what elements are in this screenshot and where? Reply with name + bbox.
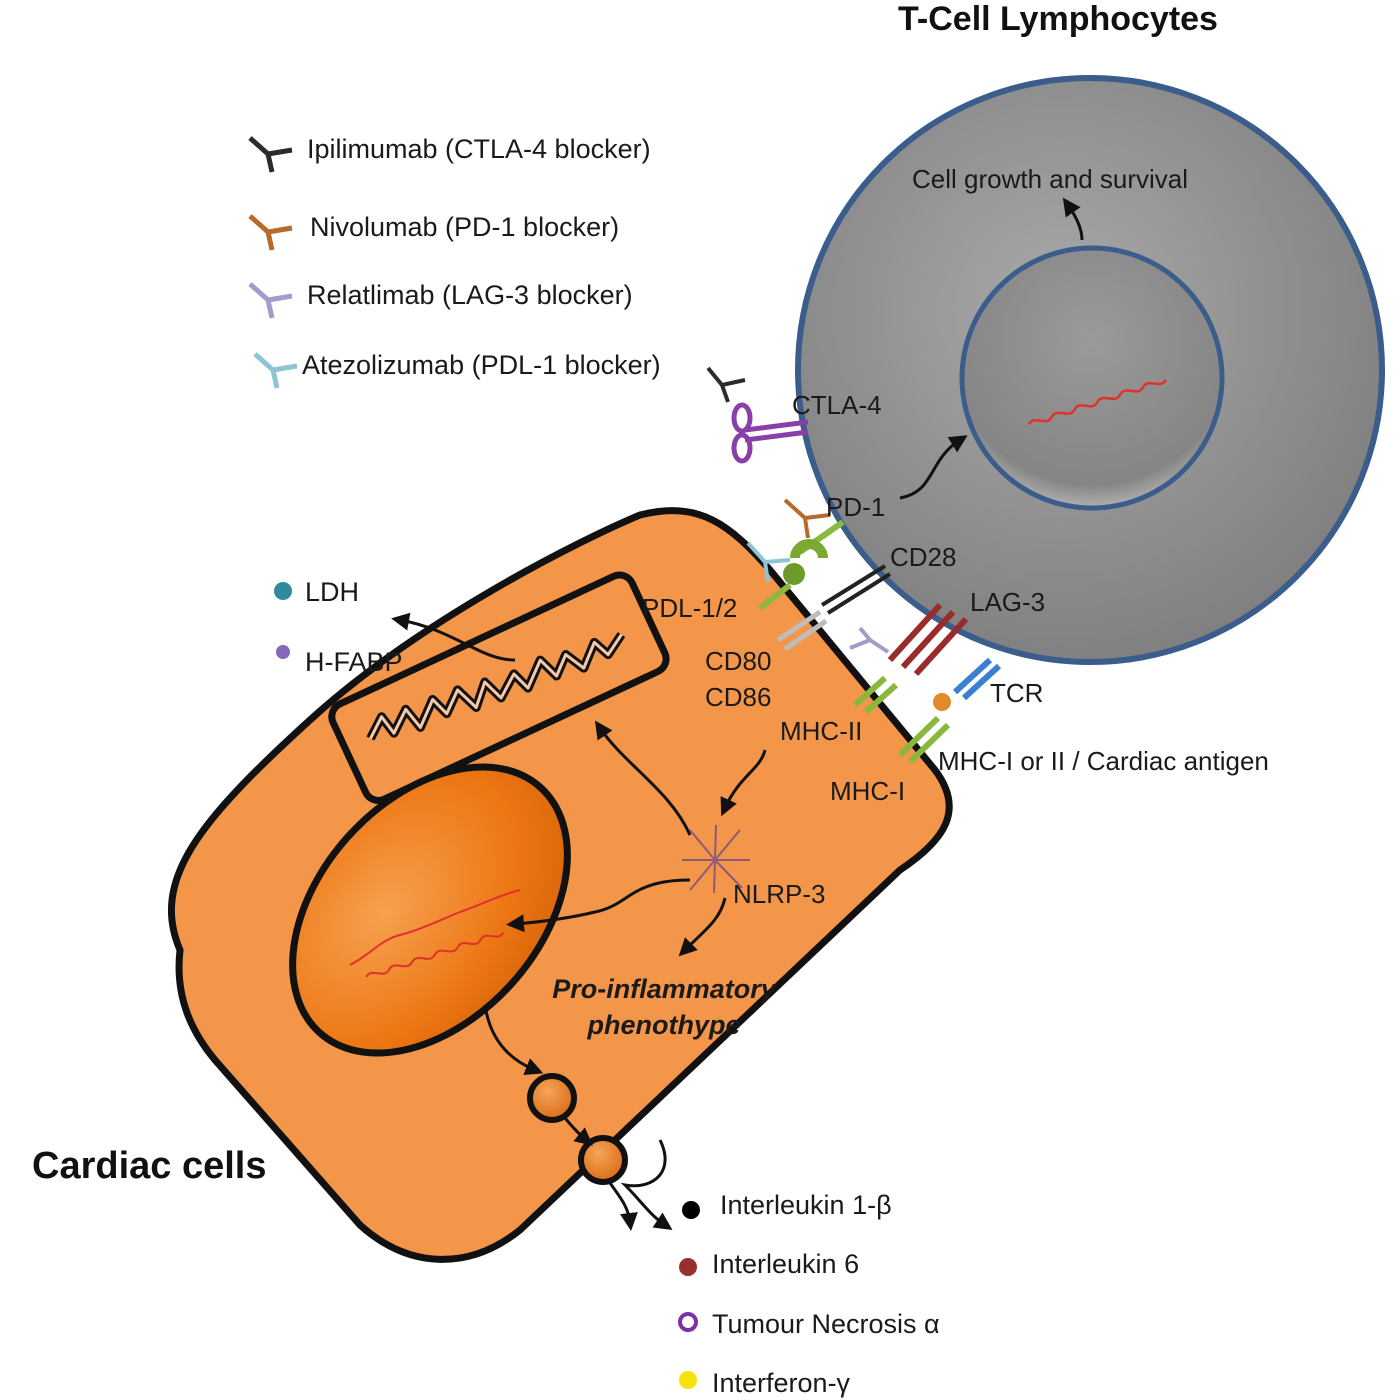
cardiac-cell bbox=[168, 507, 953, 1263]
mhc2-molecule-icon bbox=[852, 675, 899, 715]
ctla4-receptor-icon bbox=[731, 402, 809, 464]
label-antigen: MHC-I or II / Cardiac antigen bbox=[938, 746, 1269, 776]
label-ctla4: CTLA-4 bbox=[792, 390, 882, 420]
cytokine-legend-label: Interleukin 6 bbox=[712, 1249, 859, 1279]
ipilimumab-antibody-icon bbox=[706, 366, 746, 403]
arrow-nlrp3-to-phenotype bbox=[678, 897, 727, 957]
drug-legend-label: Nivolumab (PD-1 blocker) bbox=[310, 212, 619, 242]
label-pdl: PDL-1/2 bbox=[642, 593, 737, 623]
label-nlrp3: NLRP-3 bbox=[733, 879, 825, 909]
pdl-ligand-icon bbox=[758, 563, 805, 611]
label-growth: Cell growth and survival bbox=[912, 164, 1188, 194]
nlrp3-inflammasome-icon bbox=[682, 824, 750, 894]
t-cell-dna-icon bbox=[1027, 379, 1167, 426]
drug-legend-label: Relatlimab (LAG-3 blocker) bbox=[307, 280, 633, 310]
relatlimab-antibody-icon bbox=[849, 626, 890, 654]
cardiac-dna-icon bbox=[349, 889, 521, 966]
released-markers-legend: LDH H-FABP bbox=[274, 577, 403, 677]
arrow-mhc-to-nlrp3 bbox=[720, 749, 767, 817]
cytokine-legend-item: Interleukin 1-β bbox=[682, 1190, 892, 1220]
drug-legend-item: Atezolizumab (PDL-1 blocker) bbox=[253, 350, 661, 389]
label-pd1: PD-1 bbox=[826, 492, 885, 522]
arrow-nlrp3-to-nucleus bbox=[506, 878, 691, 933]
drug-legend-item: Relatlimab (LAG-3 blocker) bbox=[248, 280, 633, 319]
arrow-secretion-1 bbox=[606, 1179, 638, 1231]
cytokine-dot-icon bbox=[679, 1371, 697, 1389]
vesicle-icon bbox=[578, 1135, 628, 1185]
label-cd80: CD80 bbox=[705, 646, 771, 676]
label-cd28: CD28 bbox=[890, 542, 956, 572]
drug-legend: Ipilimumab (CTLA-4 blocker) Nivolumab (PD… bbox=[248, 134, 661, 389]
cd28-receptor-icon bbox=[820, 564, 892, 615]
arrow-to-sarcomere bbox=[594, 720, 692, 836]
label-phenotype-line1: Pro-inflammatory bbox=[552, 974, 778, 1004]
marker-legend-item: H-FABP bbox=[276, 645, 403, 677]
arrow-vesicle-to-vesicle bbox=[563, 1117, 593, 1146]
marker-legend-label: LDH bbox=[305, 577, 359, 607]
title-cardiac: Cardiac cells bbox=[32, 1145, 266, 1187]
drug-legend-item: Ipilimumab (CTLA-4 blocker) bbox=[248, 134, 651, 173]
tcr-receptor-icon bbox=[952, 657, 1002, 701]
cytokine-dot-icon bbox=[682, 1201, 700, 1219]
arrow-pd1-to-nucleus bbox=[899, 435, 968, 500]
drug-legend-label: Ipilimumab (CTLA-4 blocker) bbox=[307, 134, 651, 164]
cardiac-nucleus bbox=[289, 763, 571, 1057]
antibody-icon bbox=[253, 352, 298, 389]
cytokine-dot-icon bbox=[678, 1312, 698, 1332]
label-cd86: CD86 bbox=[705, 682, 771, 712]
antibody-icon bbox=[248, 282, 293, 319]
drug-legend-label: Atezolizumab (PDL-1 blocker) bbox=[302, 350, 661, 380]
arrow-growth bbox=[1062, 197, 1084, 241]
title-t-cell: T-Cell Lymphocytes bbox=[898, 0, 1218, 38]
cytokine-legend-item: Interferon-γ bbox=[679, 1368, 851, 1398]
cytokine-legend-label: Interleukin 1-β bbox=[720, 1190, 892, 1220]
vesicle-icon bbox=[527, 1073, 577, 1123]
pathway-arrows bbox=[391, 197, 1084, 1231]
cytokine-legend-item: Interleukin 6 bbox=[679, 1249, 859, 1279]
label-tcr: TCR bbox=[990, 678, 1043, 708]
marker-legend-label: H-FABP bbox=[305, 647, 403, 677]
antibody-icon bbox=[248, 214, 293, 251]
marker-dot-icon bbox=[274, 582, 292, 600]
drug-legend-item: Nivolumab (PD-1 blocker) bbox=[248, 212, 619, 251]
mhc1-antigen-icon bbox=[897, 693, 951, 765]
cytokine-legend-item: Tumour Necrosis α bbox=[678, 1309, 940, 1339]
sarcomere-structure bbox=[328, 571, 670, 804]
label-mhc1: MHC-I bbox=[830, 776, 905, 806]
antibody-icon bbox=[248, 136, 293, 173]
cytokine-legend-label: Tumour Necrosis α bbox=[712, 1309, 940, 1339]
arrow-nucleus-to-vesicle bbox=[483, 1004, 544, 1076]
arrow-secretion-2 bbox=[620, 1139, 673, 1230]
t-cell-nucleus bbox=[959, 245, 1225, 511]
label-lag3: LAG-3 bbox=[970, 587, 1045, 617]
label-phenotype-line2: phenothype bbox=[587, 1010, 741, 1040]
nivolumab-antibody-icon bbox=[783, 498, 831, 539]
cd80-cd86-ligand-icon bbox=[776, 609, 828, 652]
marker-legend-item: LDH bbox=[274, 577, 359, 607]
arrow-release-markers bbox=[391, 612, 516, 662]
pd1-receptor-icon bbox=[790, 519, 845, 559]
label-mhc2: MHC-II bbox=[780, 716, 862, 746]
marker-dot-icon bbox=[276, 645, 290, 659]
receptor-complexes bbox=[706, 366, 1002, 765]
atezolizumab-antibody-icon bbox=[746, 541, 791, 583]
cytokine-legend-label: Interferon-γ bbox=[712, 1368, 851, 1398]
cytokine-dot-icon bbox=[679, 1258, 697, 1276]
lag3-receptor-icon bbox=[887, 602, 969, 677]
t-cell bbox=[795, 75, 1385, 665]
